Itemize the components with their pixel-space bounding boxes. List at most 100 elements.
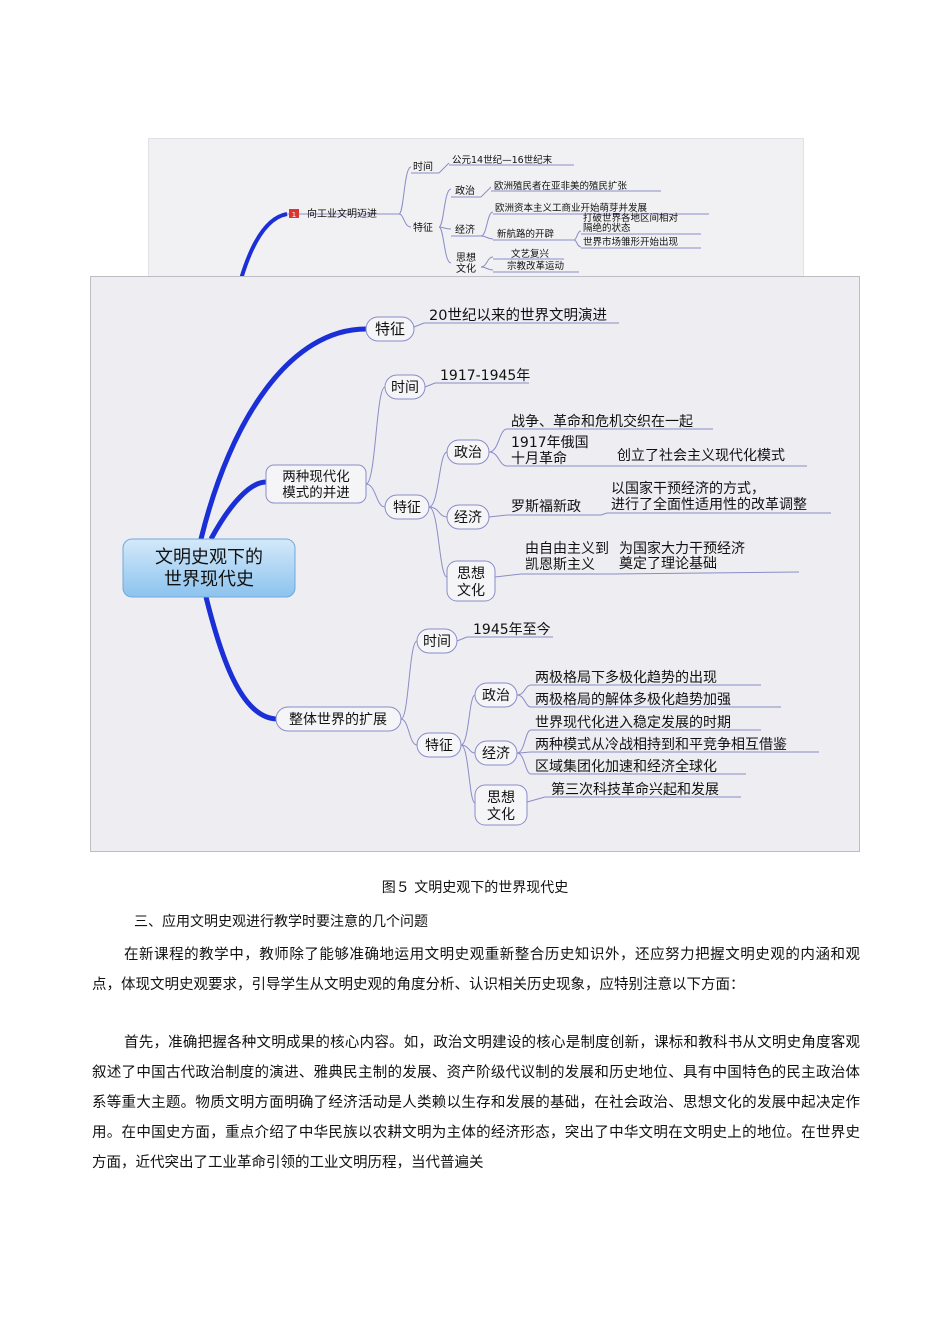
b2-october-result: 创立了社会主义现代化模式 <box>617 448 785 464</box>
top-culture-item-2: 宗教改革运动 <box>507 260 564 272</box>
b3-culture-item: 第三次科技革命兴起和发展 <box>551 781 719 798</box>
b1-value: 20世纪以来的世界文明演进 <box>429 307 607 324</box>
top-economy-label: 经济 <box>455 223 475 236</box>
connector-politics <box>438 188 452 228</box>
top-politics-item: 欧洲殖民者在亚非美的殖民扩张 <box>494 180 628 192</box>
section-heading: 三、应用文明史观进行教学时要注意的几个问题 <box>134 914 428 930</box>
top-new-route-sub-1a: 打破世界各地区间相对 <box>583 212 679 224</box>
b2-culture-item-1: 由自由主义到 <box>525 541 609 557</box>
b3-time-value: 1945年至今 <box>473 622 551 638</box>
b2-culture-item-2: 凯恩斯主义 <box>525 557 595 573</box>
top-culture-item-1: 文艺复兴 <box>511 248 549 260</box>
b2-culture-result-1: 为国家大力干预经济 <box>619 540 745 557</box>
politics-tick <box>480 186 492 198</box>
b3-economy-item-2: 两种模式从冷战相持到和平竞争相互借鉴 <box>535 736 787 753</box>
branch-curve-feature <box>198 326 367 540</box>
b3-connector-culture <box>460 744 476 804</box>
b2-economy-connector <box>488 514 508 518</box>
b3-economy-item-1: 世界现代化进入稳定发展的时期 <box>535 715 731 731</box>
b3-time-label: 时间 <box>423 634 451 650</box>
b3-time-tick <box>456 636 468 642</box>
b2-connector-culture <box>428 506 448 578</box>
time-tick <box>438 162 450 174</box>
b3-connector-economy <box>460 744 476 754</box>
b3-politics-label: 政治 <box>482 688 510 704</box>
top-mindmap-svg: 1 向工业文明迈进 时间 公元14世纪—16世纪末 特征 政治 欧洲殖民者在亚非… <box>239 154 709 280</box>
b3-economy-label: 经济 <box>482 746 510 762</box>
connector-economy <box>438 226 452 230</box>
top-new-route-sub-2: 世界市场雏形开始出现 <box>583 236 679 248</box>
branch-curve-expansion <box>203 596 277 722</box>
main-mindmap-figure: 文明史观下的 世界现代史 特征 20世纪以来的世界文明演进 两种现代化 模式的并… <box>90 276 860 852</box>
b2-label-1: 两种现代化 <box>282 469 350 485</box>
b3-connector-economy-1 <box>516 729 532 754</box>
b2-culture-result-underline <box>612 571 800 575</box>
b2-politics-item: 战争、革命和危机交织在一起 <box>511 413 693 430</box>
b2-connector-october <box>488 451 508 467</box>
top-mindmap-figure: 1 向工业文明迈进 时间 公元14世纪—16世纪末 特征 政治 欧洲殖民者在亚非… <box>148 138 804 280</box>
b3-connector-politics <box>460 694 476 746</box>
b3-culture-node <box>474 784 528 826</box>
b2-new-deal: 罗斯福新政 <box>511 499 581 515</box>
connector-culture-1 <box>480 256 494 268</box>
top-new-route: 新航路的开辟 <box>497 228 555 240</box>
connector-new-route-2 <box>573 239 582 248</box>
paragraph-1: 在新课程的教学中，教师除了能够准确地运用文明史观重新整合历史知识外，还应努力把握… <box>92 947 860 993</box>
b2-culture-result-2: 奠定了理论基础 <box>619 555 717 572</box>
top-feature-label: 特征 <box>413 222 433 234</box>
b2-new-deal-tick <box>600 512 608 516</box>
main-mindmap-svg: 文明史观下的 世界现代史 特征 20世纪以来的世界文明演进 两种现代化 模式的并… <box>122 307 831 826</box>
center-line-1: 文明史观下的 <box>155 547 263 568</box>
top-culture-label-1: 思想 <box>456 251 476 264</box>
center-line-2: 世界现代史 <box>164 569 254 590</box>
branch-curve-two-modes <box>208 479 267 541</box>
b2-new-deal-result-2: 进行了全面性适用性的改革调整 <box>611 496 807 513</box>
b2-connector-politics-1 <box>488 428 508 453</box>
b3-connector-time <box>400 640 418 720</box>
b2-culture-label-1: 思想 <box>457 566 485 582</box>
top-politics-label: 政治 <box>455 184 475 197</box>
b3-politics-item-1: 两极格局下多极化趋势的出现 <box>535 669 717 686</box>
paragraph-2: 首先，准确把握各种文明成果的核心内容。如，政治文明建设的核心是制度创新，课标和教… <box>92 1035 860 1171</box>
b3-connector-feature <box>400 718 418 746</box>
b3-culture-connector <box>526 796 546 803</box>
top-time-value: 公元14世纪—16世纪末 <box>452 154 553 166</box>
b2-october-2: 十月革命 <box>511 450 567 467</box>
b2-new-deal-result-1: 以国家干预经济的方式， <box>611 480 765 497</box>
b3-label: 整体世界的扩展 <box>289 712 387 728</box>
connector-new-route-1 <box>573 230 582 241</box>
figure-caption: 图５ 文明史观下的世界现代史 <box>381 880 569 896</box>
b2-label-2: 模式的并进 <box>282 485 350 501</box>
center-node <box>122 538 296 598</box>
b2-culture-label-2: 文化 <box>457 583 485 599</box>
b2-connector-politics <box>428 451 448 508</box>
top-branch-label: 向工业文明迈进 <box>307 207 377 220</box>
connector-feature <box>398 213 412 228</box>
b1-tick <box>413 322 425 328</box>
b2-time-tick <box>424 382 436 388</box>
top-culture-label-2: 文化 <box>456 262 476 275</box>
b2-economy-label: 经济 <box>454 510 482 526</box>
b3-culture-label-2: 文化 <box>487 807 515 823</box>
branch-number-badge <box>289 209 299 218</box>
top-economy-item-1: 欧洲资本主义工商业开始萌芽并发展 <box>495 202 648 214</box>
b2-culture-connector <box>494 573 522 578</box>
b1-label-node <box>365 316 415 342</box>
b3-economy-item-3: 区域集团化加速和经济全球化 <box>535 758 717 775</box>
b3-connector-economy-3 <box>516 752 532 775</box>
top-time-label: 时间 <box>413 160 433 173</box>
connector-new-route <box>480 235 494 240</box>
connector-culture-2 <box>480 266 494 271</box>
top-new-route-sub-1b: 隔绝的状态 <box>583 222 631 234</box>
connector-culture <box>438 226 452 264</box>
b3-connector-politics-2 <box>516 694 532 708</box>
b2-connector-economy <box>428 506 448 518</box>
b2-october-1: 1917年俄国 <box>511 435 589 451</box>
b1-label: 特征 <box>375 320 405 338</box>
b3-connector-politics-1 <box>516 684 532 696</box>
b3-culture-label-1: 思想 <box>487 790 515 806</box>
top-blue-branch <box>239 212 288 280</box>
b3-politics-item-2: 两极格局的解体多极化趋势加强 <box>535 691 731 708</box>
b2-time-value: 1917-1945年 <box>440 368 530 384</box>
b3-feature-label: 特征 <box>425 738 453 754</box>
